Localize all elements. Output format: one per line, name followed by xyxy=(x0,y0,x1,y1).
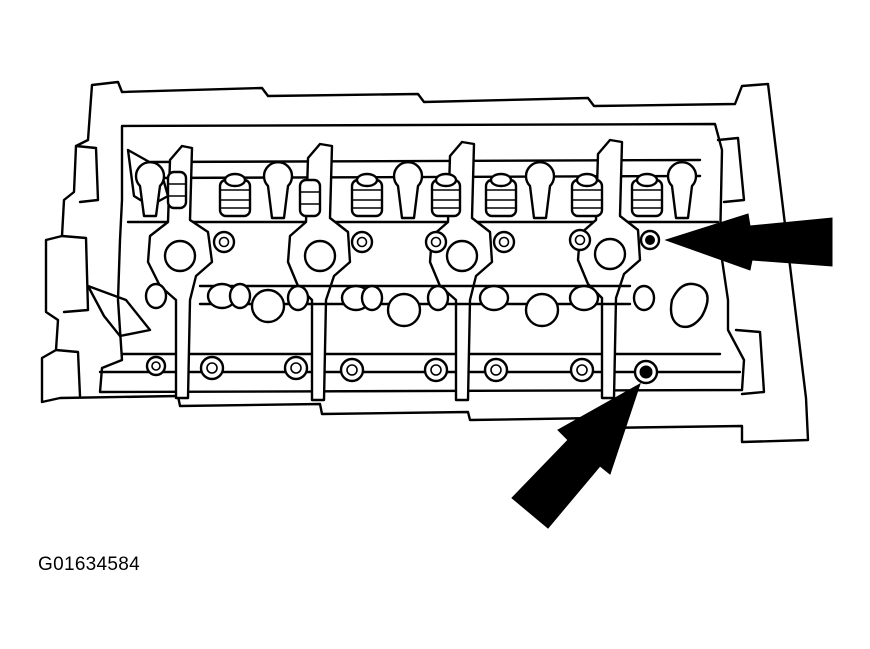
valve-spring xyxy=(430,172,462,218)
bearing-cap-2-bore xyxy=(303,239,337,273)
bearing-cap-3-bore xyxy=(445,239,479,273)
valve-rail-top xyxy=(126,158,720,224)
cylinder-head-outline xyxy=(40,80,810,444)
bearing-cap-4-bore xyxy=(593,237,627,271)
head-left-edge-steps xyxy=(54,144,100,398)
valve-spring-row xyxy=(166,170,664,218)
figure-id-label: G01634584 xyxy=(38,554,141,575)
spark-plug-wells xyxy=(134,161,698,220)
bearing-cap-bolts-upper xyxy=(212,228,592,254)
bearing-caps xyxy=(146,138,642,402)
valve-spring xyxy=(570,172,604,218)
bearing-cap-bolts-lower xyxy=(145,355,595,383)
head-inner-rim xyxy=(98,122,746,394)
valve-spring xyxy=(166,170,188,210)
highlighted-bolt-lower-center xyxy=(639,365,653,379)
bearing-cap-1-bore xyxy=(163,239,197,273)
arrow-callout-lower-right xyxy=(511,382,641,529)
valve-spring xyxy=(218,172,252,218)
arrow-callout-upper-right xyxy=(664,213,833,271)
highlighted-bolt-upper-center xyxy=(645,235,655,245)
valve-spring xyxy=(350,172,384,218)
valve-spring xyxy=(298,178,322,218)
valve-spring xyxy=(630,172,664,218)
valve-spring xyxy=(484,172,518,218)
camshaft-row xyxy=(144,282,709,329)
